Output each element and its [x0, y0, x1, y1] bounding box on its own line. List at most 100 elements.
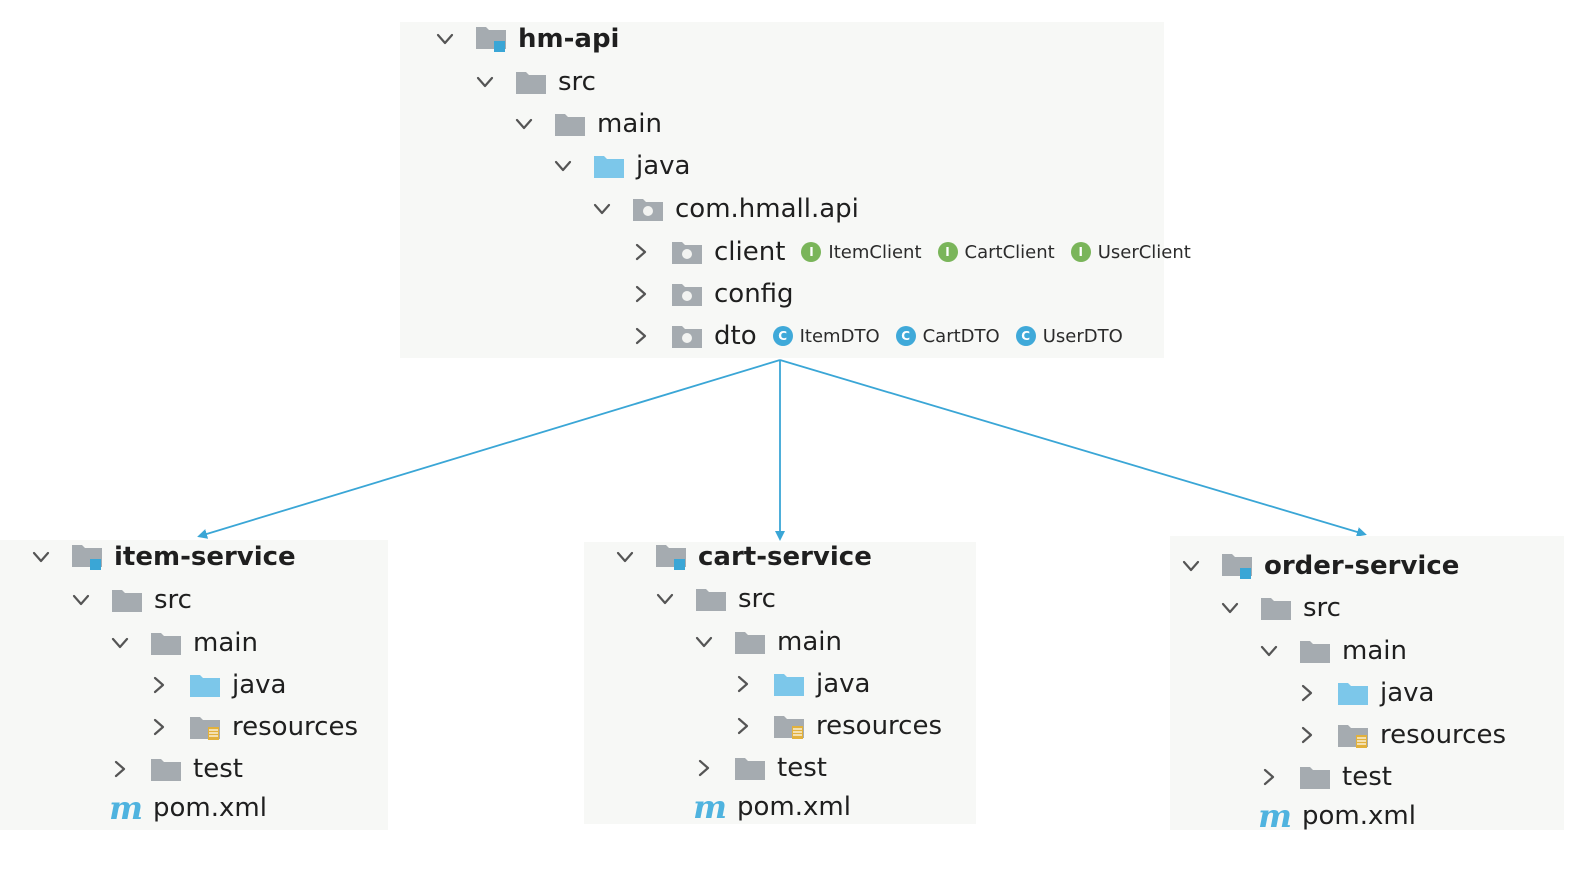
chevron-right-icon[interactable]: [148, 716, 170, 738]
tree-row-pom[interactable]: m pom.xml: [693, 789, 851, 825]
tree-row-resources[interactable]: resources: [148, 709, 358, 745]
folder-label: java: [1380, 678, 1435, 708]
tree-row-src[interactable]: src: [1219, 590, 1341, 626]
folder-label: resources: [816, 711, 943, 741]
tree-row-resources[interactable]: resources: [732, 708, 942, 744]
folder-label: java: [232, 670, 287, 700]
folder-icon: [149, 755, 183, 783]
class-name: CartDTO: [922, 325, 1000, 347]
interface-chip[interactable]: I CartClient: [937, 241, 1055, 263]
tree-row-pom[interactable]: m pom.xml: [1258, 798, 1416, 834]
chevron-right-icon[interactable]: [693, 757, 715, 779]
class-chip[interactable]: C UserDTO: [1015, 325, 1123, 347]
tree-row-java[interactable]: java: [1296, 675, 1434, 711]
file-label: pom.xml: [1302, 801, 1416, 831]
class-name: UserDTO: [1042, 325, 1123, 347]
chevron-down-icon[interactable]: [654, 588, 676, 610]
package-label: com.hmall.api: [675, 194, 859, 224]
folder-label: test: [777, 753, 827, 783]
tree-row-main[interactable]: main: [109, 625, 258, 661]
chevron-right-icon[interactable]: [1258, 766, 1280, 788]
folder-label: src: [1303, 593, 1341, 623]
maven-icon: m: [693, 788, 727, 826]
arrow-to-item-service: [197, 359, 781, 539]
folder-label: main: [193, 628, 258, 658]
package-label: config: [714, 279, 794, 309]
class-icon: C: [1015, 326, 1036, 346]
interface-name: CartClient: [964, 241, 1055, 263]
interface-name: UserClient: [1097, 241, 1191, 263]
folder-label: resources: [1380, 720, 1507, 750]
chevron-down-icon[interactable]: [1180, 555, 1202, 577]
chevron-down-icon[interactable]: [1258, 640, 1280, 662]
class-chip[interactable]: C ItemDTO: [772, 325, 880, 347]
chevron-down-icon[interactable]: [693, 631, 715, 653]
module-name: hm-api: [518, 24, 620, 54]
tree-row-main[interactable]: main: [1258, 633, 1407, 669]
folder-label: java: [636, 151, 691, 181]
class-name: ItemDTO: [799, 325, 880, 347]
chevron-down-icon[interactable]: [70, 589, 92, 611]
module-folder-icon: [654, 543, 688, 571]
resources-folder-icon: [1336, 721, 1370, 749]
interface-chip[interactable]: I ItemClient: [801, 242, 922, 263]
folder-label: main: [597, 109, 662, 139]
chevron-right-icon[interactable]: [1296, 724, 1318, 746]
maven-icon: m: [1258, 797, 1292, 835]
tree-row-test[interactable]: test: [1258, 759, 1392, 795]
folder-label: src: [558, 67, 596, 97]
tree-row-java[interactable]: java: [552, 148, 690, 184]
source-folder-icon: [772, 670, 806, 698]
folder-label: java: [816, 669, 871, 699]
tree-row-src[interactable]: src: [70, 582, 192, 618]
interface-chip[interactable]: I UserClient: [1070, 241, 1191, 263]
tree-row-pom[interactable]: m pom.xml: [109, 790, 267, 826]
tree-row-hm-api[interactable]: hm-api: [434, 21, 619, 57]
tree-row-test[interactable]: test: [109, 751, 243, 787]
chevron-right-icon[interactable]: [148, 674, 170, 696]
folder-icon: [1298, 637, 1332, 665]
folder-icon: [733, 754, 767, 782]
folder-icon: [1298, 763, 1332, 791]
tree-row-main[interactable]: main: [693, 624, 842, 660]
chevron-down-icon[interactable]: [614, 546, 636, 568]
tree-row-src[interactable]: src: [654, 581, 776, 617]
class-chip[interactable]: C CartDTO: [895, 325, 1000, 347]
tree-row-config[interactable]: config: [630, 276, 794, 312]
tree-row-dto[interactable]: dto C ItemDTO C CartDTO C UserDTO: [630, 318, 1123, 354]
tree-row-resources[interactable]: resources: [1296, 717, 1506, 753]
chevron-right-icon[interactable]: [732, 673, 754, 695]
arrow-to-order-service: [779, 359, 1367, 537]
folder-label: resources: [232, 712, 359, 742]
package-label: dto: [714, 321, 757, 351]
chevron-down-icon[interactable]: [1219, 597, 1241, 619]
module-name: cart-service: [698, 542, 872, 572]
chevron-down-icon[interactable]: [30, 546, 52, 568]
interface-icon: I: [937, 242, 958, 262]
file-label: pom.xml: [737, 792, 851, 822]
order-service-panel: [1170, 536, 1564, 830]
tree-row-java[interactable]: java: [148, 667, 286, 703]
chevron-right-icon[interactable]: [732, 715, 754, 737]
tree-row-service[interactable]: item-service: [30, 539, 296, 575]
module-folder-icon: [70, 543, 104, 571]
maven-icon: m: [109, 789, 143, 827]
chevron-right-icon[interactable]: [1296, 682, 1318, 704]
source-folder-icon: [1336, 679, 1370, 707]
resources-folder-icon: [188, 713, 222, 741]
tree-row-java[interactable]: java: [732, 666, 870, 702]
chevron-down-icon[interactable]: [109, 632, 131, 654]
module-name: order-service: [1264, 551, 1460, 581]
tree-row-package[interactable]: com.hmall.api: [591, 191, 859, 227]
tree-row-service[interactable]: cart-service: [614, 539, 872, 575]
interface-icon: I: [1070, 242, 1091, 262]
tree-row-test[interactable]: test: [693, 750, 827, 786]
tree-row-src[interactable]: src: [474, 64, 596, 100]
tree-row-client[interactable]: client I ItemClient I CartClient I UserC…: [630, 234, 1191, 270]
chevron-right-icon[interactable]: [109, 758, 131, 780]
folder-icon: [110, 586, 144, 614]
tree-row-service[interactable]: order-service: [1180, 548, 1459, 584]
folder-icon: [1259, 594, 1293, 622]
tree-row-main[interactable]: main: [513, 106, 662, 142]
